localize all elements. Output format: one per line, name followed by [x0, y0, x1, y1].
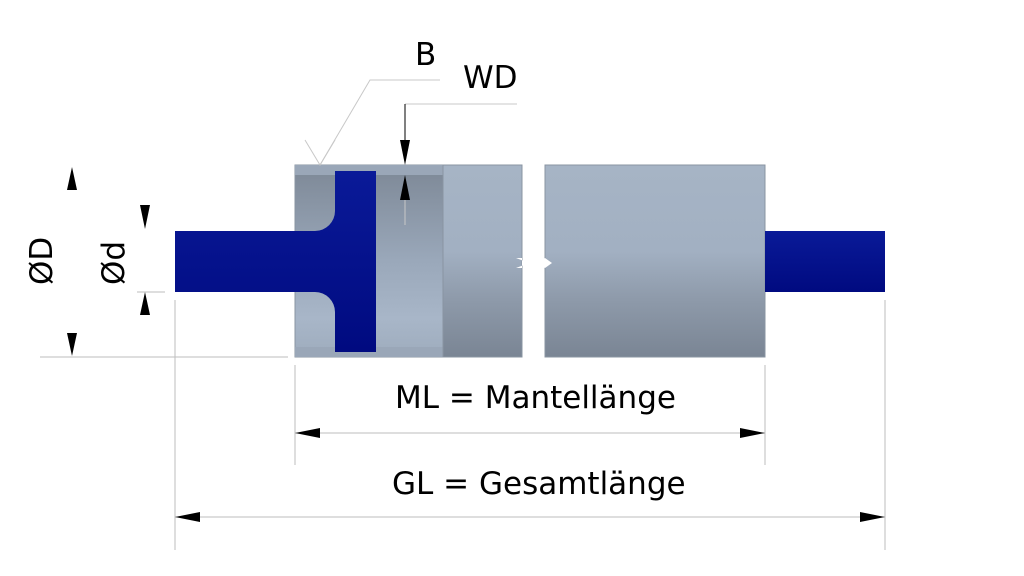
arrow-ml-right: [740, 428, 765, 438]
arrow-d-down: [140, 205, 150, 229]
arrow-gl-left: [175, 512, 200, 522]
label-gl: GL = Gesamtlänge: [392, 466, 686, 502]
arrow-d-up: [140, 292, 150, 315]
arrow-od-down: [67, 333, 77, 356]
shaft-right: [765, 231, 885, 292]
arrow-od-up: [67, 167, 77, 190]
arrow-wd-down: [400, 140, 410, 165]
arrow-ml-left: [295, 428, 320, 438]
arrow-gl-right: [860, 512, 885, 522]
label-wd: WD: [463, 60, 518, 96]
label-outer-diameter: ØD: [24, 237, 60, 285]
shaft-hub: [175, 171, 376, 352]
arrow-wd-up: [400, 175, 410, 200]
label-ml: ML = Mantellänge: [395, 380, 676, 416]
label-b: B: [415, 37, 436, 73]
label-shaft-diameter: Ød: [96, 241, 132, 285]
